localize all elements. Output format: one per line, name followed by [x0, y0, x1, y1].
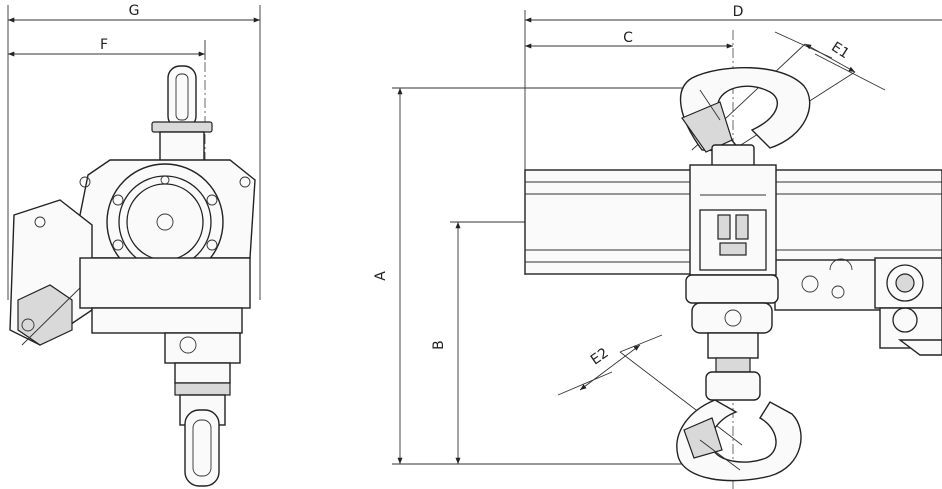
side-module [774, 257, 942, 356]
dimension-label-e2: E2 [588, 345, 612, 368]
lower-hook-front [676, 399, 802, 482]
dimension-d: D [525, 4, 942, 23]
dimension-c: C [525, 30, 733, 49]
dimension-a: A [373, 88, 403, 464]
upper-hook-side [151, 65, 213, 163]
dimension-f: F [8, 37, 205, 57]
dimension-label-d: D [733, 4, 744, 20]
front-view: D C A B E1 [373, 4, 942, 489]
dimension-label-b: B [431, 340, 447, 350]
dimension-label-f: F [100, 37, 108, 53]
dimension-b: B [431, 222, 461, 464]
dimension-g: G [8, 3, 260, 23]
dimension-label-g: G [129, 3, 140, 19]
lower-hook-side [164, 332, 241, 487]
frame-side [79, 257, 251, 334]
hoist-body-front [685, 164, 779, 401]
upper-hook-front [679, 67, 811, 168]
dimension-e2: E2 [557, 334, 743, 446]
dimension-label-a: A [373, 271, 389, 281]
dimension-label-c: C [623, 30, 633, 46]
side-view: G F [7, 3, 261, 489]
